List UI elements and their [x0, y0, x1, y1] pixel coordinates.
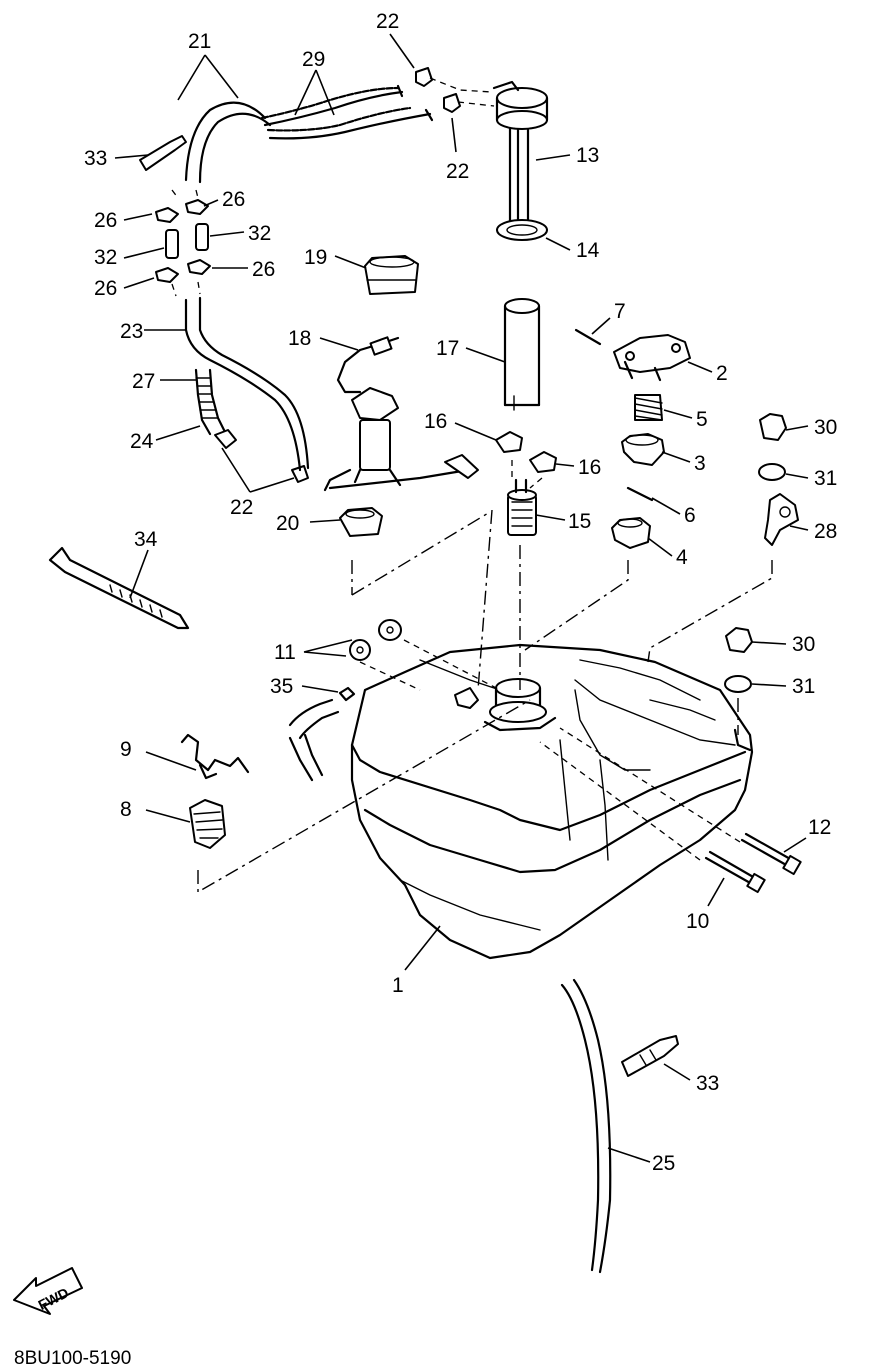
- washer-part-31-lower: [724, 675, 752, 693]
- callout-14: 14: [576, 239, 600, 262]
- fuel-hose-part-23: [184, 296, 310, 472]
- hose-joint-part-26-32: [155, 199, 211, 283]
- callout-32: 32: [94, 246, 117, 269]
- nut-part-30-top: [759, 413, 787, 441]
- callout-34: 34: [134, 528, 158, 551]
- callout-6: 6: [684, 504, 696, 527]
- clip-part-33-top: [139, 135, 187, 171]
- callout-25: 25: [652, 1152, 675, 1175]
- diagram-code: 8BU100-5190: [14, 1348, 131, 1369]
- callout-22: 22: [446, 160, 469, 183]
- clip-part-35: [338, 686, 356, 702]
- callout-31: 31: [814, 467, 837, 490]
- callout-4: 4: [676, 546, 688, 569]
- corrugated-hose-part-24-27: [194, 368, 226, 436]
- callout-20: 20: [276, 512, 299, 535]
- callout-30: 30: [792, 633, 815, 656]
- callout-19: 19: [304, 246, 327, 269]
- grommet-part-4: [611, 517, 651, 549]
- callout-24: 24: [130, 430, 154, 453]
- callout-15: 15: [568, 510, 591, 533]
- callout-22: 22: [376, 10, 399, 33]
- callout-30: 30: [814, 416, 837, 439]
- callout-18: 18: [288, 327, 311, 350]
- fuel-tank-part-1: [288, 643, 754, 960]
- damper-part-8: [189, 799, 226, 849]
- bolt-part-10: [704, 850, 766, 894]
- callout-7: 7: [614, 300, 626, 323]
- callout-26: 26: [222, 188, 245, 211]
- callouts: 21 29 22 22 13 14 33 26 26 32 32 26 26 1…: [84, 10, 837, 1175]
- callout-12: 12: [808, 816, 831, 839]
- callout-3: 3: [694, 452, 706, 475]
- callout-28: 28: [814, 520, 837, 543]
- washer-part-31-top: [758, 463, 786, 481]
- callout-22: 22: [230, 496, 253, 519]
- tube-part-17: [503, 298, 541, 411]
- cap-part-3: [621, 433, 665, 466]
- fuel-sender-part-13: [492, 80, 549, 230]
- callout-2: 2: [716, 362, 728, 385]
- fuel-cock-part-2: [613, 334, 691, 382]
- callout-29: 29: [302, 48, 325, 71]
- leader-lines: [114, 33, 809, 1163]
- pin-part-6: [626, 486, 654, 502]
- fwd-arrow-icon: FWD: [13, 1267, 83, 1315]
- grommet-part-19: [364, 255, 419, 295]
- callout-17: 17: [436, 337, 459, 360]
- gasket-part-14: [496, 219, 548, 241]
- callout-33: 33: [84, 147, 107, 170]
- callout-5: 5: [696, 408, 708, 431]
- callout-13: 13: [576, 144, 599, 167]
- nut-part-30-lower: [725, 627, 753, 653]
- fuel-pump-assembly-part-18: [323, 336, 479, 492]
- washers-part-11: [349, 619, 402, 661]
- band-part-34: [48, 546, 190, 630]
- callout-1: 1: [392, 974, 404, 997]
- clip-part-33-lower: [621, 1035, 679, 1077]
- bracket-part-28: [764, 493, 799, 546]
- clip-part-9: [180, 733, 250, 780]
- callout-27: 27: [132, 370, 155, 393]
- callout-10: 10: [686, 910, 709, 933]
- callout-26: 26: [94, 209, 117, 232]
- drain-hose-part-25: [560, 978, 612, 1274]
- callout-32: 32: [248, 222, 271, 245]
- callout-23: 23: [120, 320, 143, 343]
- callout-11: 11: [274, 641, 296, 664]
- callout-26: 26: [94, 277, 117, 300]
- callout-16: 16: [578, 456, 601, 479]
- pin-part-7: [574, 328, 602, 346]
- callout-33: 33: [696, 1072, 719, 1095]
- clamp-part-22-top-b: [443, 93, 461, 113]
- fuel-filter-part-15: [507, 478, 537, 536]
- callout-16: 16: [424, 410, 447, 433]
- grommet-part-20: [339, 507, 383, 537]
- spring-part-5: [634, 394, 663, 421]
- breather-hose-part-21: [184, 101, 272, 184]
- assembly-lines: [171, 77, 773, 894]
- clamp-part-22-top-a: [415, 67, 433, 87]
- clamp-part-16b: [529, 451, 557, 473]
- protector-hose-part-29: [260, 84, 434, 140]
- callout-21: 21: [188, 30, 211, 53]
- callout-35: 35: [270, 675, 293, 698]
- callout-26: 26: [252, 258, 275, 281]
- callout-9: 9: [120, 738, 132, 761]
- callout-31: 31: [792, 675, 815, 698]
- callout-8: 8: [120, 798, 132, 821]
- bolt-part-12: [740, 832, 802, 876]
- clamp-part-16a: [495, 431, 523, 453]
